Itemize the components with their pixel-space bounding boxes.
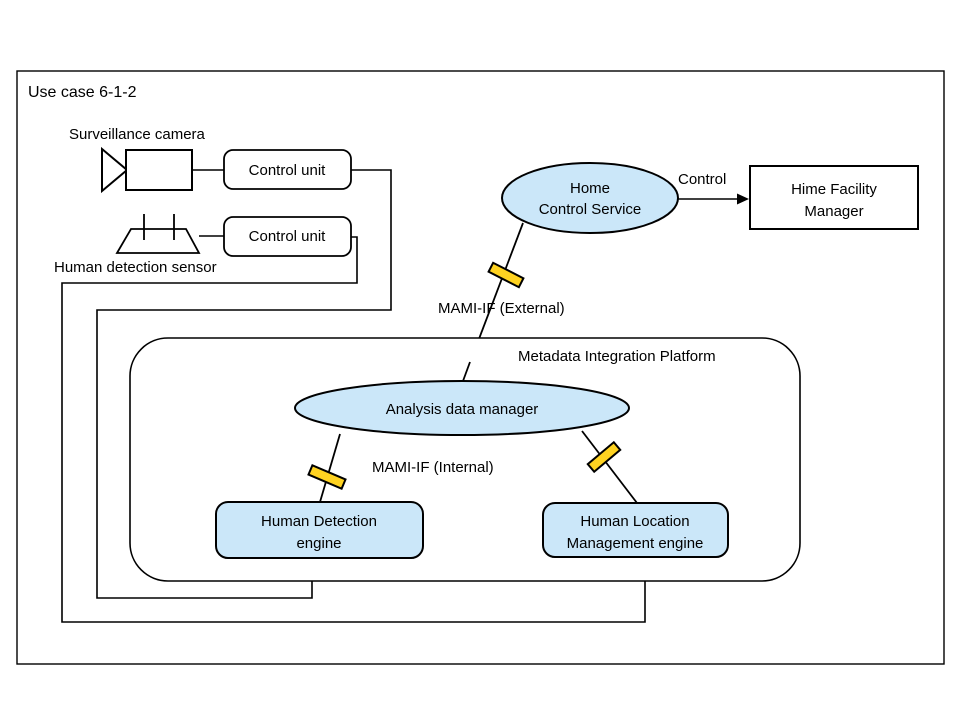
wire-camera-to-detection-engine <box>96 169 392 599</box>
human-location-management-engine-node <box>542 502 729 558</box>
link-external-inside <box>462 361 471 382</box>
arrowhead-control <box>737 193 749 205</box>
sensor-icon <box>115 214 201 254</box>
mami-if-internal-right-connector <box>586 440 622 474</box>
hime-facility-manager-node <box>749 165 919 230</box>
wire-sensor-to-location-engine <box>61 236 646 623</box>
human-location-management-engine-line2: Management engine <box>567 535 704 552</box>
link-internal-left <box>319 433 341 503</box>
mami-if-external-label: MAMI-IF (External) <box>438 300 565 317</box>
control-unit-sensor-label: Control unit <box>249 228 327 245</box>
analysis-data-manager-label: Analysis data manager <box>386 401 539 418</box>
mami-if-internal-label: MAMI-IF (Internal) <box>372 459 494 476</box>
human-detection-engine-line1: Human Detection <box>261 513 377 530</box>
analysis-data-manager-node <box>294 380 630 436</box>
human-location-management-engine-line1: Human Location <box>580 513 689 530</box>
human-detection-sensor-label: Human detection sensor <box>54 259 217 276</box>
control-edge-label: Control <box>678 171 726 188</box>
hime-facility-manager-line1: Hime Facility <box>791 181 877 198</box>
hime-facility-manager-line2: Manager <box>804 203 863 220</box>
control-unit-sensor-box <box>223 216 352 257</box>
human-detection-engine-node <box>215 501 424 559</box>
home-control-service-node <box>501 162 679 234</box>
home-control-service-line2: Control Service <box>539 201 642 218</box>
link-internal-right <box>581 430 638 504</box>
human-detection-engine-line2: engine <box>296 535 341 552</box>
control-unit-camera-label: Control unit <box>249 162 327 179</box>
metadata-integration-platform-label: Metadata Integration Platform <box>518 348 716 365</box>
mami-if-external-connector <box>487 261 525 289</box>
surveillance-camera-label: Surveillance camera <box>69 126 206 143</box>
mami-if-internal-left-connector <box>307 464 347 490</box>
home-control-service-line1: Home <box>570 180 610 197</box>
control-unit-camera-box <box>223 149 352 190</box>
page-title: Use case 6-1-2 <box>28 84 137 101</box>
